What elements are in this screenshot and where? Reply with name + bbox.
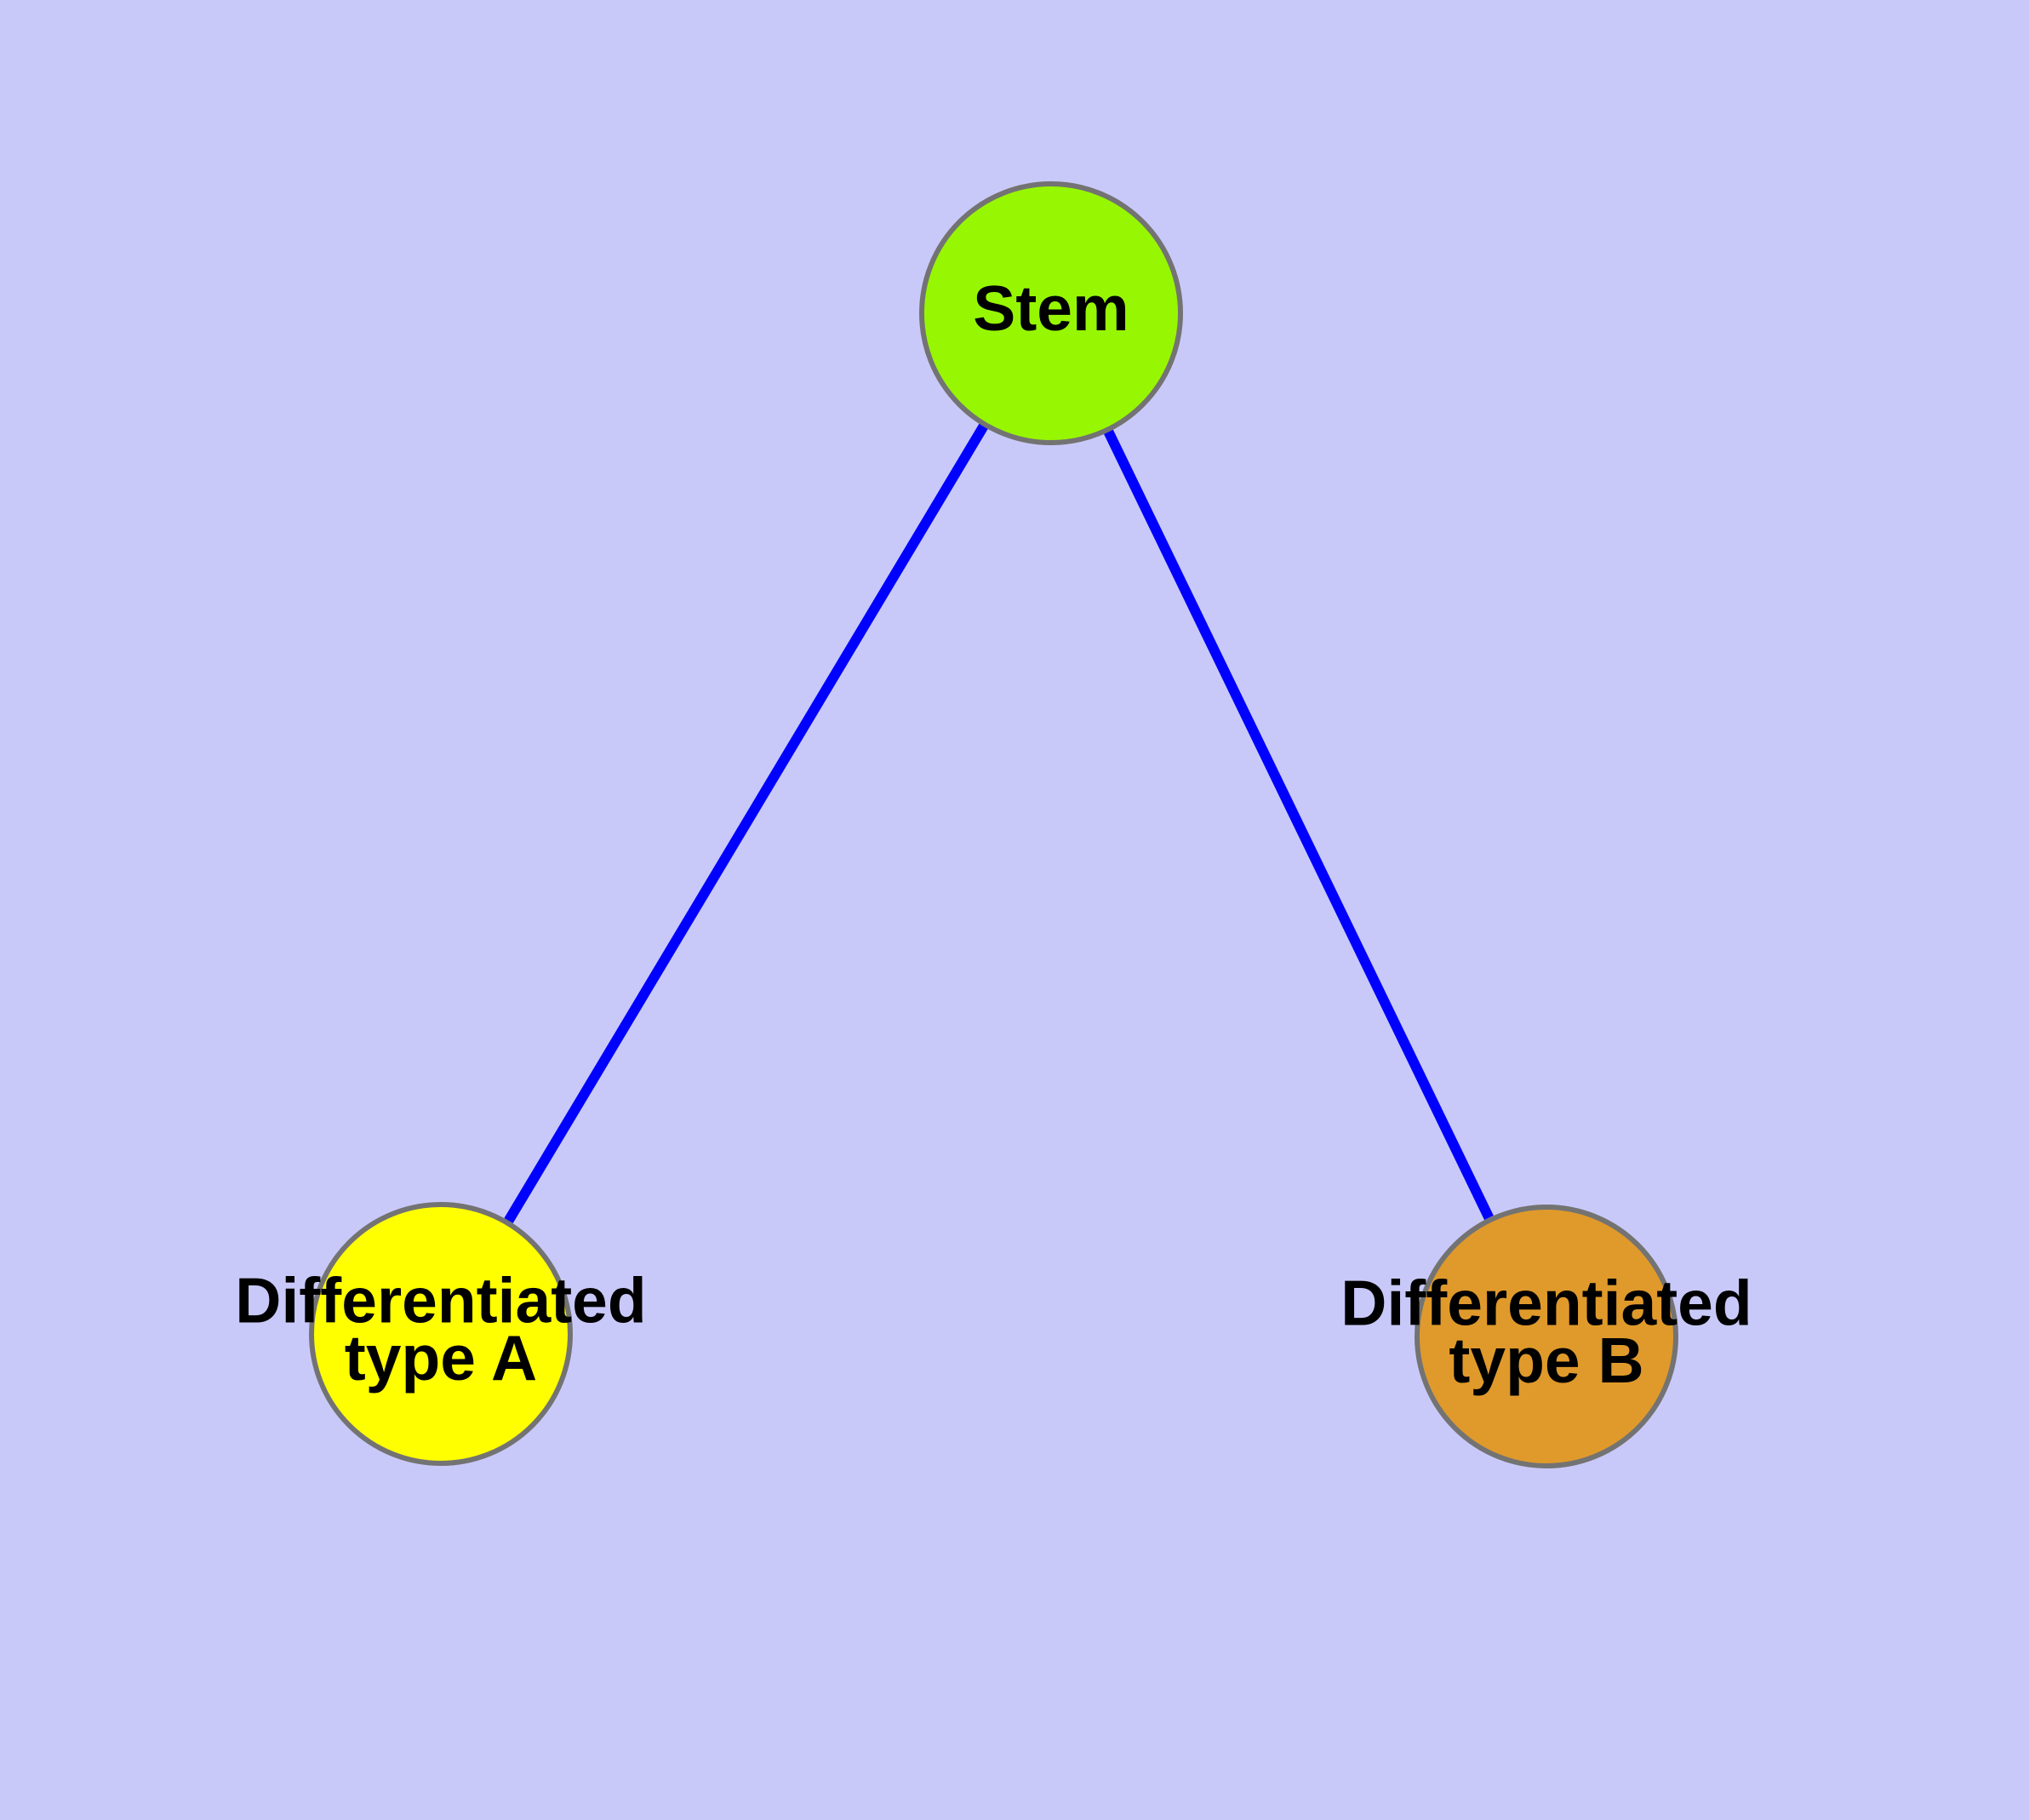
graph-node-diff-b[interactable] xyxy=(1415,1205,1678,1468)
label-line: Stem xyxy=(973,272,1129,344)
graph-node-stem[interactable] xyxy=(919,181,1183,445)
graph-node-label-stem: Stem xyxy=(973,272,1129,344)
nodes-layer xyxy=(309,181,1678,1468)
graph-edge[interactable] xyxy=(1046,311,1494,1221)
edges-layer xyxy=(504,310,1494,1224)
label-line: Differentiated xyxy=(1340,1267,1752,1338)
label-line: Differentiated xyxy=(235,1264,646,1336)
graph-node-diff-a[interactable] xyxy=(309,1202,573,1466)
label-line: type B xyxy=(1449,1325,1643,1396)
graph-edge[interactable] xyxy=(504,310,1056,1224)
label-line: type A xyxy=(345,1322,537,1394)
